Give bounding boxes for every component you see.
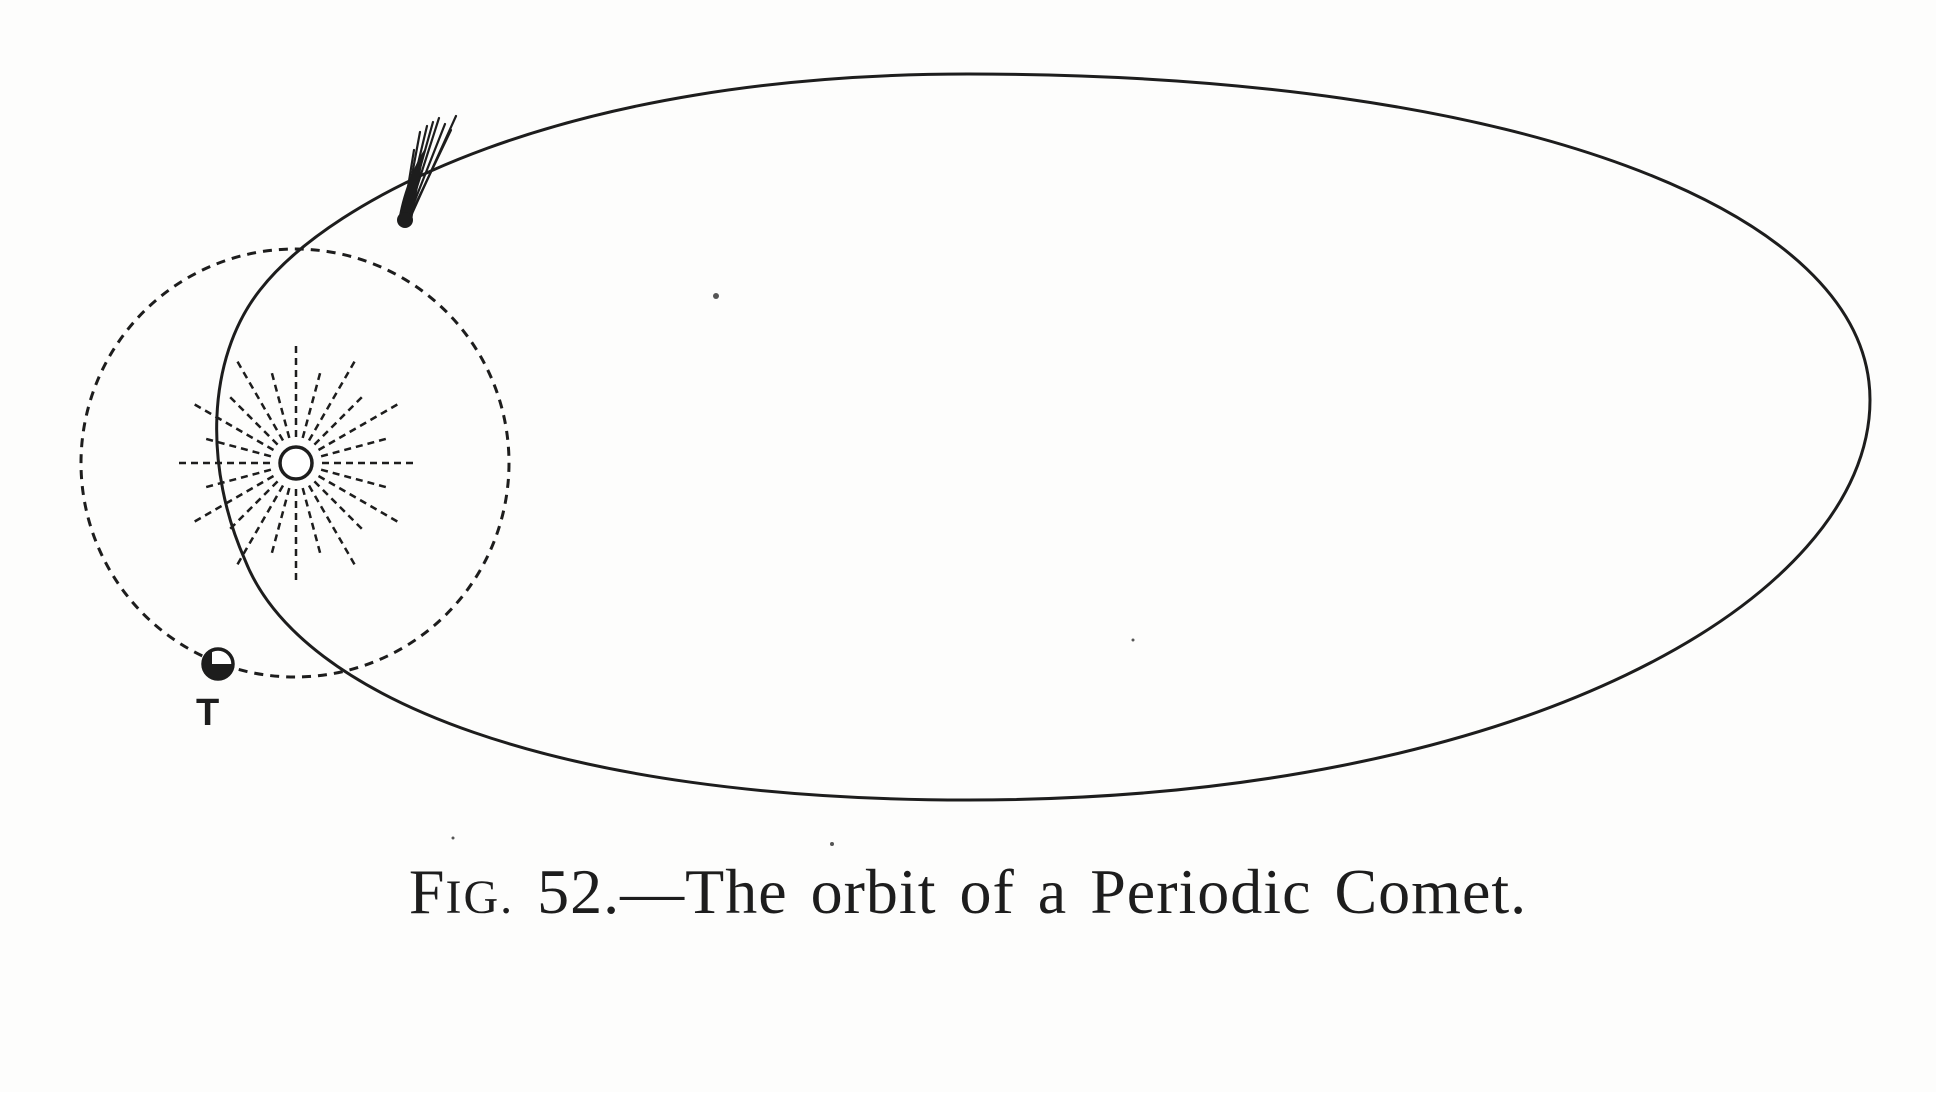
- earth-orbit-circle: [79, 247, 511, 679]
- sun-ray: [270, 370, 291, 439]
- sun-ray: [320, 468, 389, 489]
- sun-rays: [178, 345, 414, 581]
- sun-ray: [227, 394, 279, 446]
- comet-orbit-ellipse: [215, 72, 1872, 802]
- sun-ray: [203, 437, 272, 458]
- sun-ray: [227, 480, 279, 532]
- earth-icon: [201, 647, 235, 681]
- sun-ray: [235, 360, 285, 442]
- caption-fig-initial: F: [408, 856, 446, 927]
- figure-caption: FIG. 52.—The orbit of a Periodic Comet.: [0, 855, 1936, 929]
- sun-icon: [278, 445, 314, 481]
- sun-ray: [301, 487, 322, 556]
- sun-ray: [317, 474, 399, 524]
- sun-ray: [203, 468, 272, 489]
- paper-specks: [451, 293, 1135, 846]
- sun-ray: [193, 402, 275, 452]
- sun-ray: [301, 370, 322, 439]
- sun-ray: [307, 360, 357, 442]
- caption-text: —The orbit of a Periodic Comet.: [620, 856, 1528, 927]
- sun-ray: [317, 402, 399, 452]
- sun-ray: [193, 474, 275, 524]
- sun-ray: [313, 480, 365, 532]
- sun-ray: [235, 484, 285, 566]
- sun-ray: [307, 484, 357, 566]
- caption-fig-rest: IG.: [445, 871, 515, 924]
- sun-ray: [313, 394, 365, 446]
- caption-fig-number: 52.: [537, 856, 621, 927]
- earth-label: T: [196, 692, 219, 734]
- sun-ray: [270, 487, 291, 556]
- comet-icon: [397, 114, 458, 228]
- sun-ray: [320, 437, 389, 458]
